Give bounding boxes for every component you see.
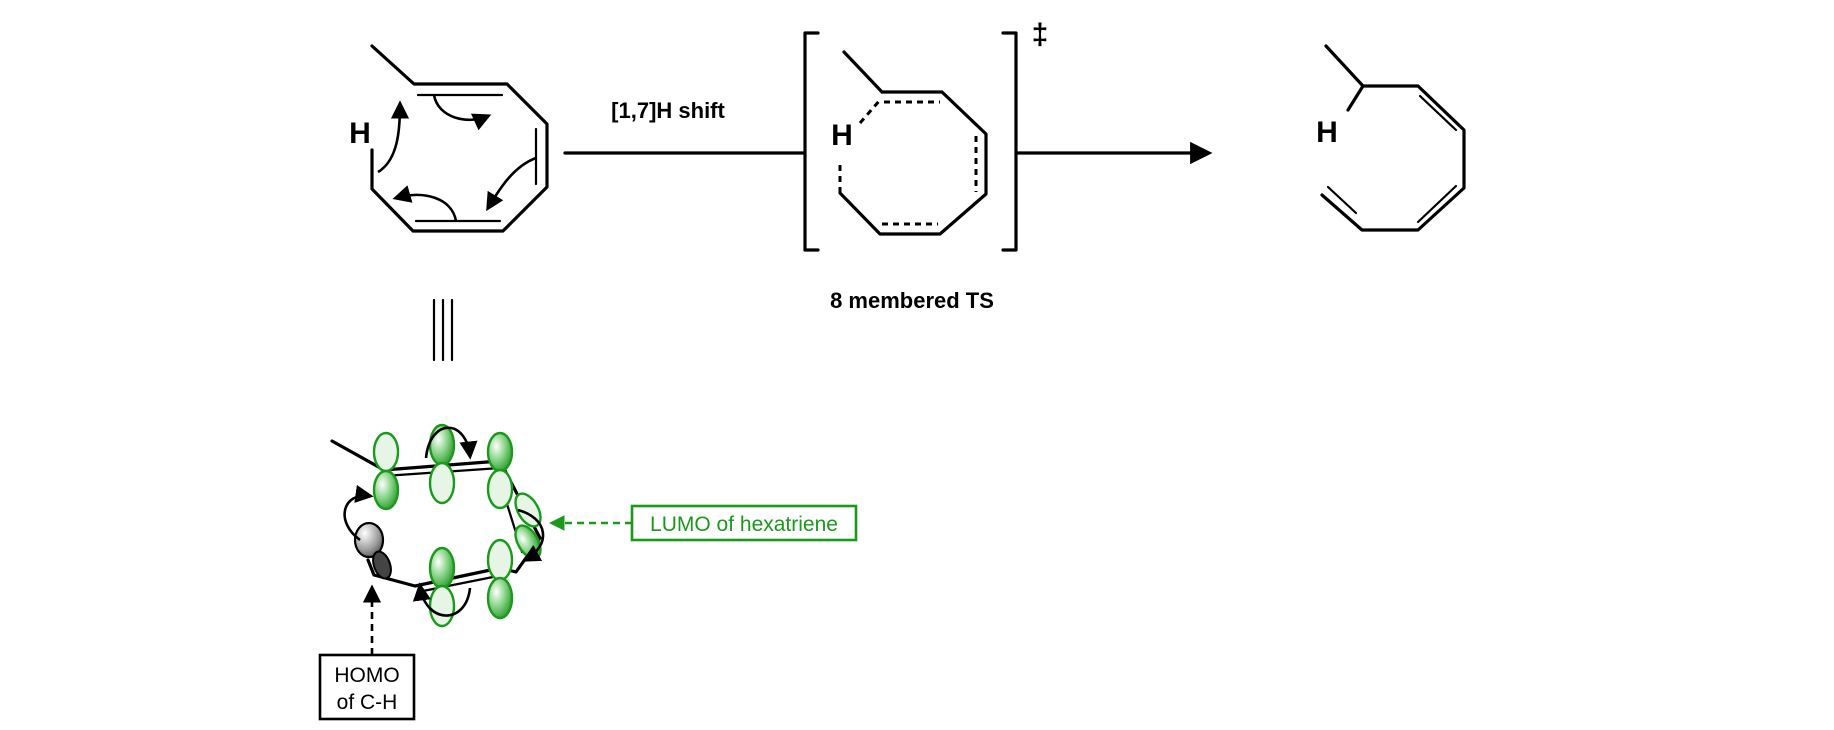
orbital-diagram	[330, 423, 545, 628]
product-h-label: H	[1316, 116, 1338, 149]
ts-double-dagger: ‡	[1032, 18, 1049, 51]
reactant-molecule: H	[349, 44, 549, 233]
homo-callout: HOMO of C-H	[318, 653, 416, 721]
ts-right-bracket	[1001, 31, 1018, 252]
homo-label-line1: HOMO	[334, 664, 399, 687]
ts-h-label: H	[831, 119, 853, 152]
curly-arrow-right	[486, 156, 537, 212]
curly-arrow-bottom	[392, 185, 458, 222]
p-orbital-1	[372, 431, 400, 511]
p-orbital-3	[486, 431, 514, 510]
ts-left-bracket	[803, 31, 820, 252]
homo-label-line2: of C-H	[337, 691, 398, 714]
lumo-callout: LUMO of hexatriene	[630, 504, 858, 542]
orbital-arrow-h	[343, 484, 374, 542]
transition-state: ‡ H	[803, 18, 1049, 252]
curly-arrow-h	[377, 100, 410, 174]
p-orbital-5	[486, 538, 514, 620]
p-orbital-6	[428, 546, 456, 628]
orbital-arrow-top	[424, 426, 478, 460]
reaction-label: [1,7]H shift	[611, 98, 725, 123]
orbital-arrow-bottom	[412, 582, 472, 617]
product-molecule: H	[1316, 44, 1466, 232]
c-h-sigma-orbital	[353, 521, 392, 580]
lumo-label: LUMO of hexatriene	[650, 513, 838, 536]
p-orbital-4	[514, 492, 542, 560]
orbital-arrow-right	[517, 508, 545, 562]
reactant-h-label: H	[349, 117, 371, 150]
curly-arrow-top	[432, 94, 492, 131]
equivalence-symbol	[432, 298, 454, 362]
ts-caption: 8 membered TS	[830, 288, 994, 313]
